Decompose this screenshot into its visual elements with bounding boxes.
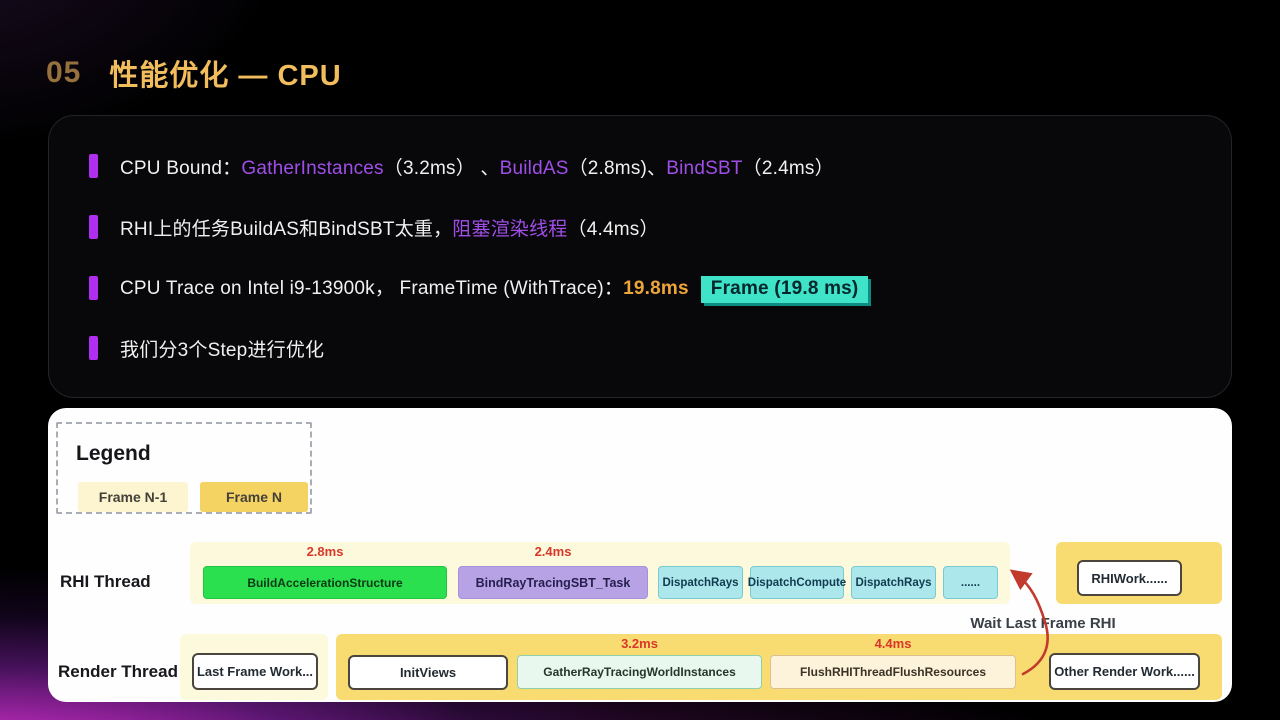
rhi-block-rhiwork: RHIWork...... [1077, 560, 1182, 596]
bullet-segment: （2.8ms)、 [568, 157, 667, 179]
bullet-item: RHI上的任务BuildAS和BindSBT太重，阻塞渲染线程（4.4ms） [89, 214, 659, 240]
frame-time-value: 19.8ms [623, 278, 689, 299]
page-title: 性能优化 — CPU [109, 60, 342, 92]
frame-time-badge: Frame (19.8 ms) [700, 276, 869, 303]
bullet-segment: （3.2ms） 、 [383, 157, 500, 179]
rhi-block-build-acceleration-structure: BuildAccelerationStructure [203, 566, 447, 599]
time-label-flush-rhi: 4.4ms [874, 636, 912, 651]
bullet-text: CPU Bound：GatherInstances（3.2ms） 、BuildA… [120, 153, 834, 180]
time-label-bind-sbt: 2.4ms [534, 544, 572, 559]
bullet-segment: （2.4ms） [742, 157, 834, 179]
slide-header: 05 性能优化 — CPU [46, 52, 342, 94]
render-block-init-views: InitViews [348, 655, 508, 690]
bullet-marker [89, 215, 98, 239]
rhi-block-bind-raytracing-sbt-task: BindRayTracingSBT_Task [458, 566, 648, 599]
bullet-item: CPU Trace on Intel i9-13900k， FrameTime … [89, 273, 869, 303]
bullet-marker [89, 276, 98, 300]
bullet-segment: 我们分3个Step进行优化 [120, 339, 325, 361]
rhi-thread-label: RHI Thread [60, 572, 151, 591]
legend-title: Legend [76, 442, 151, 465]
rhi-block-more: ...... [943, 566, 998, 599]
bullet-segment: CPU Bound： [120, 157, 242, 179]
bullet-text: 我们分3个Step进行优化 [120, 335, 324, 362]
wait-last-frame-rhi-label: Wait Last Frame RHI [970, 615, 1116, 632]
slide-number: 05 [46, 56, 82, 89]
bullet-marker [89, 154, 98, 178]
bullet-segment: CPU Trace on Intel i9-13900k， FrameTime … [120, 278, 624, 299]
bullet-segment: BindSBT [666, 157, 743, 179]
bullet-segment: RHI上的任务BuildAS和BindSBT太重， [120, 218, 453, 240]
time-label-build-as: 2.8ms [306, 544, 344, 559]
bullet-item: 我们分3个Step进行优化 [89, 335, 324, 361]
bullet-segment: （4.4ms） [567, 218, 659, 240]
render-block-gather-raytracing-world-instances: GatherRayTracingWorldInstances [517, 655, 762, 689]
render-block-last-frame-work: Last Frame Work... [192, 653, 318, 690]
time-label-gather-instances: 3.2ms [621, 636, 658, 651]
diagram-panel: Legend Frame N-1 Frame N RHI Thread Rend… [48, 408, 1232, 702]
bullet-segment: GatherInstances [241, 157, 384, 179]
rhi-block-dispatch-compute: DispatchCompute [748, 566, 846, 599]
render-block-other-render-work: Other Render Work...... [1049, 653, 1200, 690]
bullet-text: RHI上的任务BuildAS和BindSBT太重，阻塞渲染线程（4.4ms） [120, 214, 659, 241]
bullet-marker [89, 336, 98, 360]
legend-box: Legend Frame N-1 Frame N [56, 422, 312, 514]
bullet-item: CPU Bound：GatherInstances（3.2ms） 、BuildA… [89, 153, 834, 179]
bullet-segment: BuildAS [499, 157, 569, 179]
bullet-segment: 阻塞渲染线程 [452, 218, 568, 240]
bullet-panel: CPU Bound：GatherInstances（3.2ms） 、BuildA… [48, 115, 1232, 398]
render-thread-label: Render Thread [58, 662, 178, 681]
bullet-text: CPU Trace on Intel i9-13900k， FrameTime … [120, 273, 869, 303]
rhi-block-dispatch-rays-2: DispatchRays [851, 566, 936, 599]
rhi-block-dispatch-rays-1: DispatchRays [658, 566, 743, 599]
legend-swatch-frame-n-1: Frame N-1 [78, 482, 188, 512]
legend-swatch-frame-n: Frame N [200, 482, 308, 512]
render-block-flush-rhi-thread-flush-resources: FlushRHIThreadFlushResources [770, 655, 1016, 689]
